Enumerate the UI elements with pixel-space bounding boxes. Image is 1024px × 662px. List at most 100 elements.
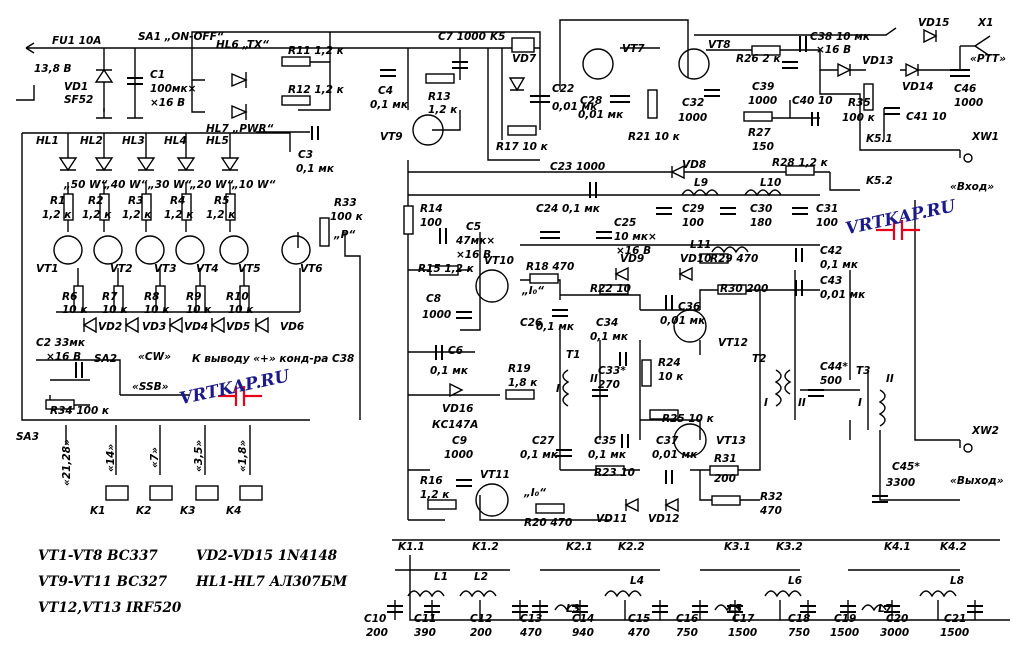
coil-l1: [407, 590, 445, 598]
transformer-t2: [774, 369, 792, 407]
label-r18: R18 470: [526, 261, 574, 273]
transformer-t3: [867, 370, 886, 430]
connector-x1: [974, 35, 991, 57]
label-r25: R25 10 к: [662, 413, 715, 425]
label-k4: K4: [226, 505, 241, 517]
capacitor-c29: [656, 207, 672, 215]
label-c22-val: 0,01 мк: [552, 101, 598, 113]
label-r13-val: 1,2 к: [428, 104, 458, 116]
label-vd12: VD12: [648, 513, 679, 525]
label-vd14: VD14: [902, 81, 933, 93]
label-c10-val: 200: [366, 627, 388, 639]
label-c44: C44*: [820, 361, 848, 373]
label-c16: C16: [676, 613, 698, 625]
label-c13-val: 470: [519, 627, 542, 639]
label-l4: L4: [630, 575, 644, 587]
label-c37-val: 0,01 мк: [652, 449, 698, 461]
label-r32: R32: [760, 491, 783, 503]
capacitor-c1: [127, 77, 143, 85]
label-vd7: VD7: [512, 53, 537, 65]
label-c31-val: 100: [816, 217, 838, 229]
label-k21: K2.1: [566, 541, 593, 553]
capacitor-c44: [808, 389, 824, 397]
label-r12: R12 1,2 к: [288, 84, 345, 96]
resistor-r30: [717, 284, 747, 295]
diode-vd13: [837, 62, 852, 78]
resistor-r35: [863, 83, 874, 111]
label-vd6: VD6: [280, 321, 304, 333]
coil-l3: [554, 604, 580, 612]
capacitor-c21: [967, 605, 983, 613]
resistor-r15: [429, 265, 459, 276]
label-p40: „40 W“: [103, 179, 148, 191]
resistor-r33: [319, 217, 330, 247]
label-l1: L1: [434, 571, 448, 583]
label-k32: K3.2: [776, 541, 803, 553]
label-r22: R22 10: [590, 283, 631, 295]
label-r19: R19: [508, 363, 531, 375]
label-c6-val: 0,1 мк: [430, 365, 469, 377]
label-l10: L10: [760, 177, 781, 189]
label-c42: C42: [820, 245, 842, 257]
coil-l9: [681, 189, 719, 197]
label-vd1: VD1: [64, 81, 88, 93]
transistor-vt3: [135, 235, 165, 265]
label-c20-val: 3000: [880, 627, 909, 639]
diode-vd11: [624, 497, 639, 513]
relay-k4: [239, 485, 263, 501]
label-c4-val: 0,1 мк: [370, 99, 409, 111]
diode-vd7: [508, 77, 526, 92]
label-r9: R9: [186, 291, 201, 303]
label-c44-val: 500: [820, 375, 842, 387]
relay-k3: [195, 485, 219, 501]
label-t1-winding-1: I: [556, 383, 560, 395]
diode-vd4: [168, 316, 183, 334]
label-r2: R2: [88, 195, 103, 207]
coil-l7: [861, 604, 887, 612]
bom-notes: VT1-VT8 BC337 VD2-VD15 1N4148 VT9-VT11 B…: [38, 548, 398, 648]
label-vt1: VT1: [36, 263, 59, 275]
label-c4: C4: [378, 85, 393, 97]
label-vt13: VT13: [716, 435, 746, 447]
label-r24-val: 10 к: [658, 371, 684, 383]
label-c25-volt: ×16 В: [616, 245, 651, 257]
label-c2-volt: ×16 В: [46, 351, 81, 363]
label-c5-val: 47мк×: [455, 235, 495, 247]
capacitor-c32: [704, 89, 720, 97]
wiring: [16, 19, 1010, 621]
label-c10: C10: [364, 613, 386, 625]
label-hl2: HL2: [80, 135, 103, 147]
resistor-r31: [709, 465, 739, 476]
label-c38: C38 10 мк: [810, 31, 871, 43]
capacitor-c24: [540, 231, 560, 239]
label-c17-val: 1500: [728, 627, 757, 639]
label-c37: C37: [656, 435, 679, 447]
label-r8: R8: [144, 291, 159, 303]
label-c43-val: 0,01 мк: [820, 289, 866, 301]
label-c40: C40 10: [792, 95, 833, 107]
capacitor-c34: [619, 352, 627, 366]
label-c15: C15: [628, 613, 650, 625]
label-vd11: VD11: [596, 513, 627, 525]
label-r10: R10: [226, 291, 249, 303]
label-t2-winding-1: I: [764, 397, 768, 409]
label-c3-val: 0,1 мк: [296, 163, 335, 175]
resistor-r18: [529, 273, 559, 284]
label-fu1: FU1 10A: [52, 35, 101, 47]
label-vyhod: «Выход»: [950, 475, 1004, 487]
label-t3: T3: [856, 365, 870, 377]
label-r9-val: 10 к: [186, 304, 212, 316]
label-r28: R28 1,2 к: [772, 157, 829, 169]
label-c15-val: 470: [627, 627, 650, 639]
label-c3: C3: [298, 149, 313, 161]
label-l2: L2: [474, 571, 488, 583]
label-r3: R3: [128, 195, 143, 207]
label-r32-val: 470: [759, 505, 782, 517]
label-c31: C31: [816, 203, 838, 215]
diode-vd5: [210, 316, 225, 334]
watermark-marks: [218, 220, 920, 406]
label-p50: „50 W“: [63, 179, 108, 191]
transformer-t1: [562, 369, 570, 407]
